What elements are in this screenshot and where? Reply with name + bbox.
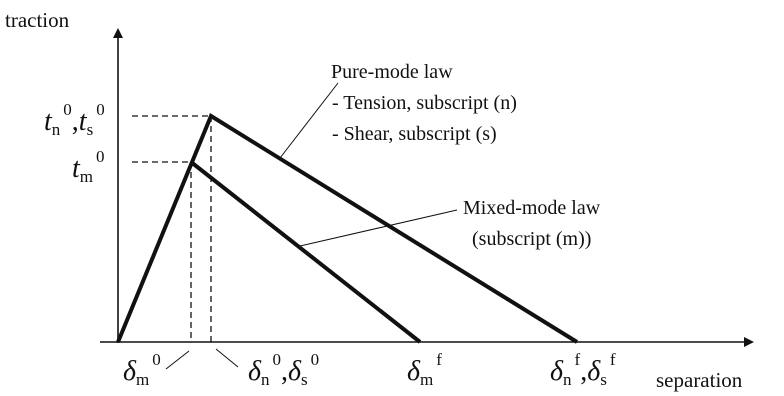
x-axis-title: separation [656,368,743,392]
leader-d-m0 [165,350,190,370]
mixed-mode-subscript-note: (subscript (m)) [472,228,591,250]
mixed-mode-softening-line [189,160,422,344]
leader-mixed-mode [299,209,458,247]
label-delta-nf-delta-sf: δnf,δsf [550,350,616,389]
label-t-n0-t-s0: tn0,ts0 [44,100,105,139]
leader-pure-mode [279,82,339,159]
pure-mode-shear-note: - Shear, subscript (s) [332,123,497,145]
mixed-mode-title: Mixed-mode law [463,197,601,219]
pure-mode-title: Pure-mode law [331,61,453,83]
pure-mode-tension-note: - Tension, subscript (n) [332,92,517,114]
label-delta-n0-delta-s0: δn0,δs0 [248,350,319,389]
label-t-m0: tm0 [72,147,105,186]
label-delta-mf: δmf [407,350,442,389]
y-axis-title: traction [5,8,70,32]
leader-d-ns0 [215,348,239,368]
label-delta-m0: δm0 [123,350,161,389]
